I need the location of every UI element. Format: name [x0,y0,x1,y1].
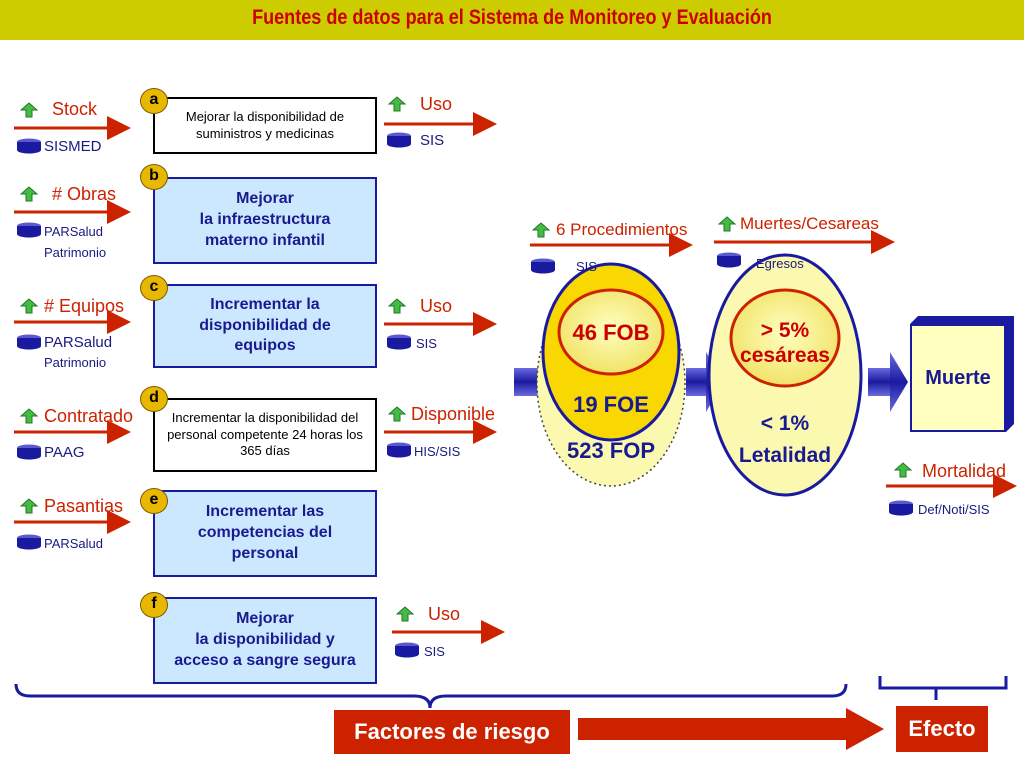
database-icon [387,132,411,148]
deaths-cesareans-label: Muertes/Cesareas [740,214,879,233]
block-arrow-3 [868,352,908,412]
source-label-d: PAAG [44,444,85,461]
database-icon [17,534,41,550]
up-arrow-icon [388,406,406,422]
lethality-label: Letalidad [738,444,832,467]
lethality-value: < 1% [760,412,810,435]
database-icon [17,334,41,350]
database-icon [531,258,555,274]
up-arrow-icon [20,408,38,424]
source-label-b: PARSalud [44,224,104,239]
objective-box-d: Incrementar la disponibilidad del person… [153,398,377,472]
letter-tag-d: d [140,386,168,412]
mortality-label: Mortalidad [922,461,1007,481]
up-arrow-icon [396,606,414,622]
indicator-label-c: # Equipos [44,296,125,316]
letter-tag-f: f [140,592,168,618]
indicator-label-b: # Obras [52,184,117,204]
database-icon [17,138,41,154]
up-arrow-icon [20,186,38,202]
database-icon [17,444,41,460]
up-arrow-icon [894,462,912,478]
database-icon [387,442,411,458]
risk-factors-label: Factores de riesgo [334,710,570,754]
output-source-f: SIS [424,644,445,659]
mortality-source: Def/Noti/SIS [918,502,990,517]
effect-label: Efecto [896,706,988,752]
up-arrow-icon [20,102,38,118]
up-arrow-icon [718,216,736,232]
objective-box-c: Incrementar la disponibilidad de equipos [153,284,377,368]
letter-tag-b: b [140,164,168,190]
output-source-c: SIS [416,336,437,351]
brace-risk [14,683,848,709]
footer-arrow [578,708,884,750]
letter-tag-c: c [140,275,168,301]
up-arrow-icon [532,222,550,238]
indicator-label-a: Stock [52,99,98,119]
page-title: Fuentes de datos para el Sistema de Moni… [252,6,772,29]
output-label-f: Uso [428,604,461,624]
objective-box-f: Mejorar la disponibilidad y acceso a san… [153,597,377,684]
brace-effect [878,676,1008,700]
middle-inner [557,288,665,376]
foe-value: 19 FOE [573,392,649,417]
title-bar [0,0,1024,40]
outcome-box: Muerte [910,324,1006,432]
up-arrow-icon [388,96,406,112]
right-inner [729,288,841,388]
source-label-a: SISMED [44,138,102,155]
source-label-c2: Patrimonio [44,355,107,370]
deaths-cesareans-source: Egresos [756,256,804,271]
objective-box-e: Incrementar las competencias del persona… [153,490,377,577]
indicator-label-e: Pasantias [44,496,124,516]
database-icon [17,222,41,238]
letter-tag-a: a [140,88,168,114]
source-label-b2: Patrimonio [44,245,107,260]
indicator-label-d: Contratado [44,406,134,426]
database-icon [717,252,741,268]
objective-box-a: Mejorar la disponibilidad de suministros… [153,97,377,154]
up-arrow-icon [20,498,38,514]
output-label-d: Disponible [411,404,496,424]
fob-value: 46 FOB [572,320,650,345]
output-source-d: HIS/SIS [414,444,461,459]
letter-tag-e: e [140,488,168,514]
database-icon [395,642,419,658]
output-source-a: SIS [420,132,445,149]
database-icon [387,334,411,350]
procedures-source: SIS [576,259,597,274]
output-label-c: Uso [420,296,453,316]
up-arrow-icon [388,298,406,314]
objective-box-b: Mejorar la infraestructura materno infan… [153,177,377,264]
source-label-c: PARSalud [44,334,113,351]
cesarean-rate: > 5% cesáreas [740,319,830,368]
procedures-label: 6 Procedimientos [556,220,688,239]
source-label-e: PARSalud [44,536,104,551]
output-label-a: Uso [420,94,453,114]
fop-value: 523 FOP [566,438,656,463]
up-arrow-icon [20,298,38,314]
database-icon [889,500,913,516]
